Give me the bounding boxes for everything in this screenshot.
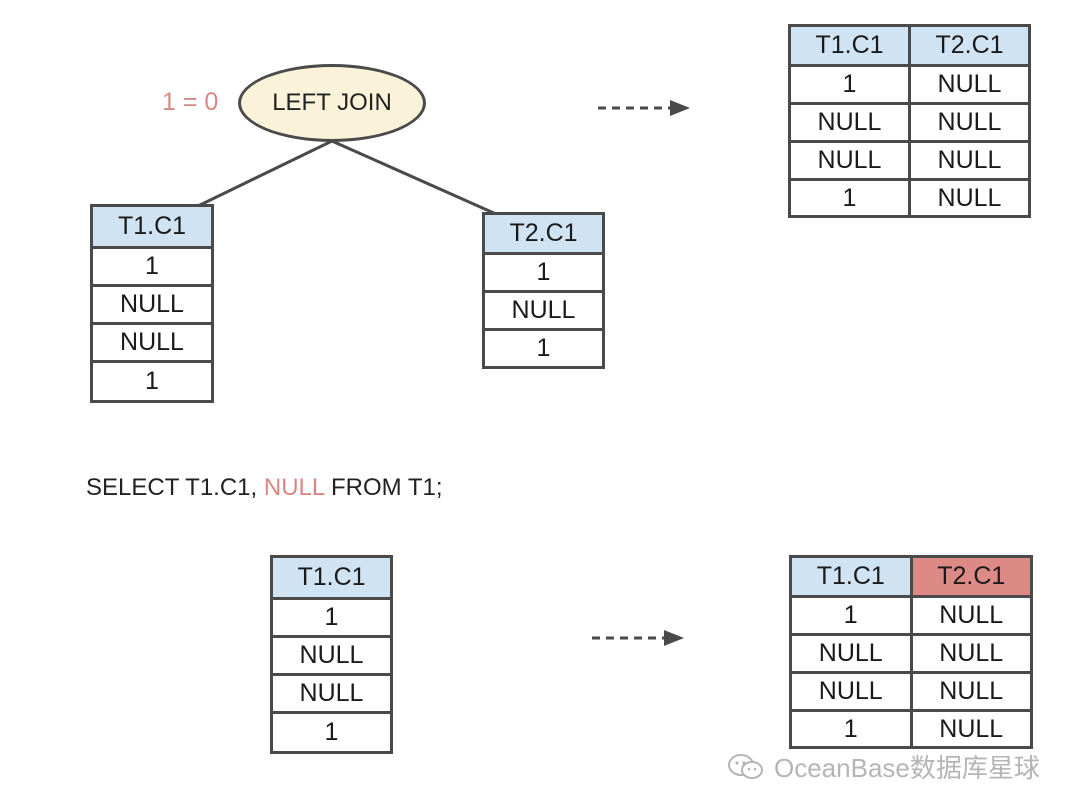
select-result-header-t2: T2.C1	[912, 558, 1030, 598]
join-result-cell: 1	[842, 183, 857, 212]
join-result-col-t2: T2.C1 NULL NULL NULL NULL	[908, 27, 1028, 215]
select-source-row-2: NULL	[273, 638, 390, 676]
sql-part-2: FROM T1;	[324, 474, 443, 501]
join-result-header-t2: T2.C1	[911, 27, 1028, 67]
dashed-arrow-bottom	[592, 630, 684, 646]
select-result-cell: NULL	[912, 598, 1030, 636]
watermark-text: OceanBase数据库星球	[774, 753, 1040, 783]
t1-row-3: NULL	[93, 325, 211, 363]
join-result-table: T1.C1 1 NULL NULL 1 T2.C1 NULL NULL NULL…	[788, 24, 1031, 218]
edge-join-to-t2	[331, 139, 497, 216]
sql-statement: SELECT T1.C1, NULL FROM T1;	[86, 474, 443, 502]
dashed-arrow-top	[598, 100, 690, 116]
join-result-cell: NULL	[911, 143, 1028, 181]
left-join-node: LEFT JOIN	[238, 64, 426, 142]
select-result-cell: NULL	[792, 636, 910, 674]
select-result-cell: 1	[843, 714, 858, 743]
t1-row-2: NULL	[93, 287, 211, 325]
select-source-row-1: 1	[273, 600, 390, 638]
select-source-row-4: 1	[324, 718, 339, 746]
t2-row-1: 1	[485, 255, 602, 293]
select-result-col-t1: T1.C1 1 NULL NULL 1	[792, 558, 910, 746]
sql-part-1: SELECT T1.C1,	[86, 474, 264, 501]
select-source-row-3: NULL	[273, 676, 390, 714]
select-result-col-t2: T2.C1 NULL NULL NULL NULL	[909, 558, 1030, 746]
select-result-cell: NULL	[912, 674, 1030, 712]
t2-row-2: NULL	[485, 293, 602, 331]
join-result-cell: NULL	[791, 143, 908, 181]
t1-table: T1.C1 1 NULL NULL 1	[90, 204, 214, 403]
select-result-cell: 1	[792, 598, 910, 636]
join-condition: 1 = 0	[162, 88, 219, 116]
select-result-cell: NULL	[792, 674, 910, 712]
join-result-cell: 1	[791, 67, 908, 105]
join-result-cell: NULL	[911, 105, 1028, 143]
sql-null-highlight: NULL	[263, 474, 325, 501]
join-result-col-t1: T1.C1 1 NULL NULL 1	[791, 27, 908, 215]
watermark: OceanBase数据库星球	[726, 748, 1040, 785]
select-result-table: T1.C1 1 NULL NULL 1 T2.C1 NULL NULL NULL…	[789, 555, 1033, 749]
t1-row-1: 1	[93, 249, 211, 287]
join-result-cell: NULL	[791, 105, 908, 143]
t1-row-4: 1	[145, 367, 159, 395]
t2-header: T2.C1	[485, 215, 602, 255]
join-result-cell: NULL	[911, 67, 1028, 105]
select-result-header-t1: T1.C1	[792, 558, 910, 598]
join-result-header-t1: T1.C1	[791, 27, 908, 67]
select-source-header: T1.C1	[273, 558, 390, 600]
edge-join-to-t1	[197, 139, 333, 208]
t1-header: T1.C1	[93, 207, 211, 249]
select-result-cell: NULL	[939, 714, 1004, 743]
join-result-cell: NULL	[937, 183, 1002, 212]
wechat-icon	[728, 753, 763, 779]
t2-table: T2.C1 1 NULL 1	[482, 212, 605, 369]
left-join-label: LEFT JOIN	[272, 89, 392, 116]
select-result-cell: NULL	[912, 636, 1030, 674]
t2-row-3: 1	[536, 334, 551, 362]
select-source-table: T1.C1 1 NULL NULL 1	[270, 555, 393, 754]
